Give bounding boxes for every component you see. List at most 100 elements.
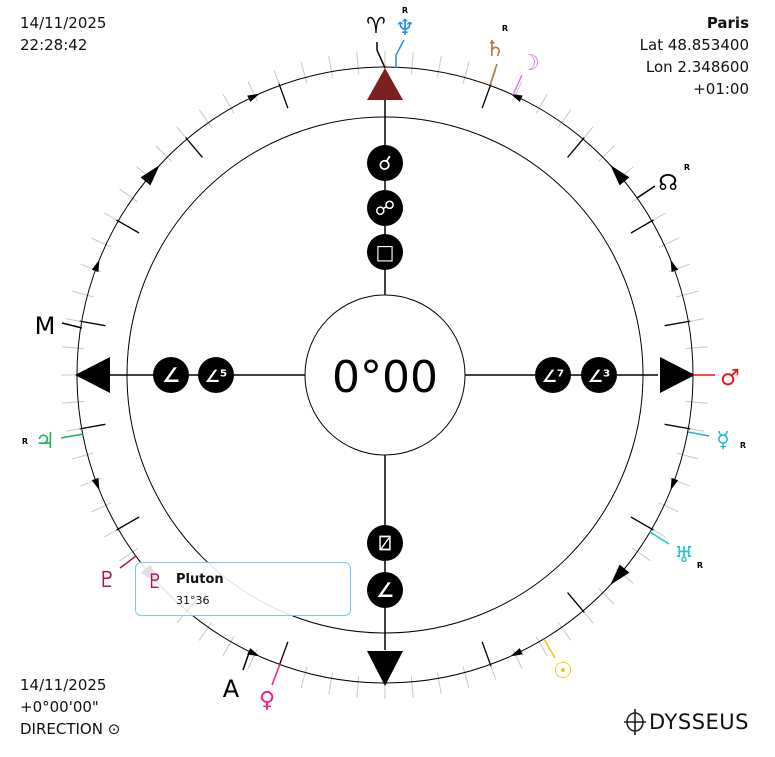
degree-tick — [222, 94, 235, 114]
mercury-icon[interactable]: ☿ — [716, 428, 730, 453]
uranus-retro-label: R — [697, 561, 703, 570]
location-city: Paris — [706, 14, 749, 32]
aspect-disc[interactable] — [367, 234, 403, 270]
aspect-quintile-icon: ∠⁵ — [205, 367, 228, 387]
pluto-line — [119, 555, 137, 569]
degree-tick — [119, 188, 138, 203]
saturn-retro-label: R — [502, 24, 508, 33]
arrowhead-marker — [247, 93, 260, 102]
pluto-icon[interactable]: ♇ — [97, 568, 117, 593]
a-label: A — [223, 675, 240, 703]
degree-tick — [155, 145, 172, 162]
m-line — [61, 322, 83, 329]
direction-info: 14/11/2025 +0°00'00" DIRECTION ⊙ — [20, 674, 120, 740]
degree-tick — [247, 81, 258, 102]
mars-icon[interactable]: ♂ — [720, 366, 740, 391]
aspect-disc[interactable] — [367, 525, 403, 561]
venus-icon[interactable]: ♀ — [259, 688, 275, 713]
jupiter-icon[interactable]: ♃ — [35, 429, 55, 454]
arrowhead-marker — [670, 259, 679, 273]
house-cusp-tick — [630, 219, 654, 234]
chart-datetime: 14/11/2025 22:28:42 — [20, 12, 106, 56]
degree-tick — [658, 237, 679, 248]
sun-line — [543, 638, 556, 659]
house-cusp-tick — [567, 592, 585, 613]
degree-tick — [62, 346, 85, 350]
aspect-disc[interactable] — [581, 357, 617, 393]
degree-tick — [535, 636, 548, 656]
degree-tick — [71, 452, 94, 460]
aspect-square-icon: □ — [376, 240, 395, 264]
degree-tick — [598, 588, 615, 605]
aspect-disc[interactable] — [367, 145, 403, 181]
degree-tick — [676, 290, 699, 298]
degree-tick — [62, 400, 85, 404]
degree-tick — [356, 675, 360, 698]
arrowhead-marker — [510, 93, 523, 102]
degree-tick — [632, 547, 651, 562]
aspect-disc[interactable] — [367, 190, 403, 226]
brand-logo: DYSSEUS — [623, 708, 749, 736]
degree-tick — [198, 622, 213, 641]
node-icon[interactable]: ☊ — [658, 171, 678, 196]
arrowhead-marker — [670, 477, 679, 491]
degree-tick — [557, 622, 572, 641]
degree-tick — [685, 346, 708, 350]
neptune-icon[interactable]: ♆ — [395, 16, 415, 41]
degree-tick — [91, 237, 112, 248]
node-line — [636, 185, 656, 199]
mc-marker[interactable] — [367, 68, 403, 100]
aspect-conjunction-icon: ☌ — [378, 151, 391, 175]
degree-tick — [300, 61, 308, 84]
degree-tick — [462, 61, 470, 84]
aspect-disc[interactable] — [535, 357, 571, 393]
degree-tick — [436, 672, 442, 695]
moon-icon[interactable]: ☽ — [520, 51, 540, 76]
degree-tick — [410, 52, 414, 75]
aries-line — [376, 42, 386, 69]
aspect-tridecile-icon: ∠³ — [588, 367, 611, 387]
degree-tick — [535, 94, 548, 114]
degree-tick — [676, 452, 699, 460]
aspect-septile-icon: ∠⁷ — [542, 367, 565, 387]
node-retro-label: R — [684, 163, 690, 172]
location-lon: Lon 2.348600 — [645, 58, 749, 76]
aspect-opposition-icon: ☍ — [375, 196, 395, 220]
saturn-icon[interactable]: ♄ — [485, 37, 505, 62]
house-cusp-tick — [79, 423, 106, 430]
ic-marker[interactable] — [367, 651, 403, 686]
degree-tick — [71, 290, 94, 298]
degree-tick — [685, 400, 708, 404]
aspect-disc[interactable] — [367, 572, 403, 608]
degree-tick — [436, 55, 442, 78]
degree-tick — [247, 648, 258, 669]
aries-icon[interactable]: ♈ — [366, 14, 386, 39]
house-cusp-tick — [79, 320, 106, 327]
aspect-disc[interactable] — [153, 357, 189, 393]
house-cusp-tick — [278, 641, 289, 667]
degree-tick — [658, 502, 679, 513]
house-cusp-tick — [664, 423, 691, 430]
aspect-disc[interactable] — [198, 357, 234, 393]
sun-icon[interactable]: ☉ — [553, 659, 573, 684]
house-cusp-tick — [481, 641, 492, 667]
aspect-semisquare-icon: ∠ — [376, 578, 394, 602]
asc-marker[interactable] — [75, 357, 110, 393]
direction-mode[interactable]: DIRECTION ⊙ — [20, 720, 121, 738]
m-label: M — [35, 312, 56, 340]
arrowhead-marker — [91, 259, 100, 273]
uranus-icon[interactable]: ♅ — [674, 543, 694, 568]
degree-tick — [410, 675, 414, 698]
dsc-marker[interactable] — [660, 357, 695, 393]
degree-tick — [557, 109, 572, 128]
mercury-retro-label: R — [740, 441, 746, 450]
degree-tick — [91, 502, 112, 513]
degree-tick — [512, 648, 523, 669]
degree-tick — [119, 547, 138, 562]
degree-tick — [356, 52, 360, 75]
venus-line — [271, 663, 281, 686]
house-cusp-tick — [664, 320, 691, 327]
uranus-line — [649, 531, 670, 545]
a-line — [242, 649, 251, 671]
